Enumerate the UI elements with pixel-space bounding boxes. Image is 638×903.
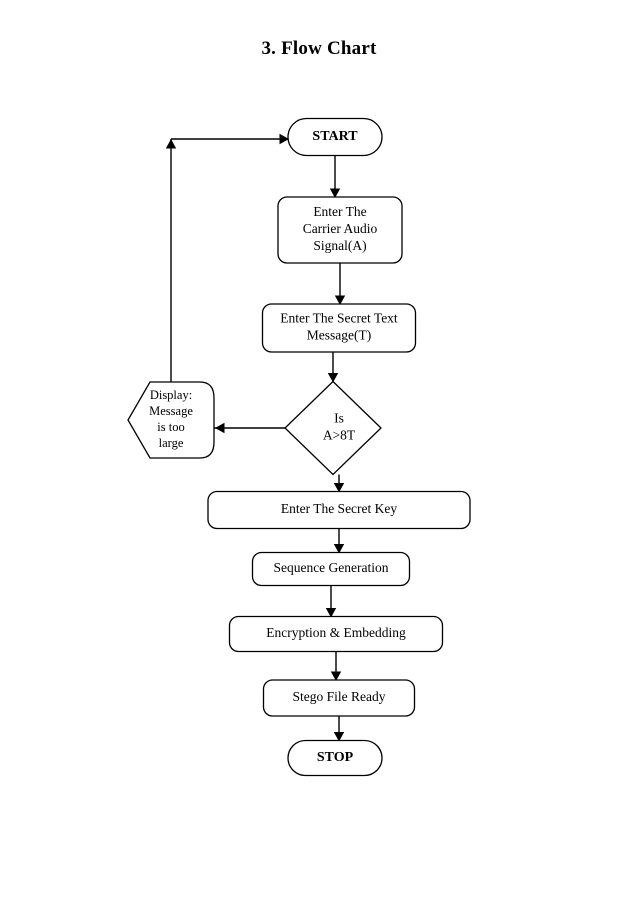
node-shape-sequence [251,551,411,587]
flowchart-node-secret_key: Enter The Secret Key [207,490,471,530]
node-label-encryption-line-0: Encryption & Embedding [266,625,406,640]
page-title: 3. Flow Chart [261,38,377,59]
flowchart-edge-start-to-carrier [329,155,341,198]
node-label-display_msg-line-0: Display: [150,388,192,402]
flowchart-edge-display-to-start [165,133,289,382]
flowchart-node-stop: STOP [287,739,383,777]
flowchart-edge-decision-to-display [214,422,285,434]
node-label-stop-line-0: STOP [317,750,354,765]
flowchart-edge-sequence-to-encryption [325,585,337,618]
flowchart-node-encryption: Encryption & Embedding [228,615,444,653]
node-label-display_msg-line-2: is too [157,420,184,434]
flowchart-node-stego: Stego File Ready [262,679,416,717]
flowchart-edge-carrier-to-secret-text [334,263,346,305]
node-label-display_msg-line-3: large [159,436,184,450]
node-label-decision-line-0: Is [334,411,344,426]
node-label-carrier-line-0: Enter The [313,204,366,219]
node-label-sequence-line-0: Sequence Generation [273,560,388,575]
node-shape-stego [262,679,416,717]
flowchart-edge-secret-text-to-decision [327,352,339,383]
flowchart-node-display_msg: Display: Message is too large [127,381,215,459]
node-label-display_msg-line-1: Message [149,404,193,418]
node-shape-carrier [277,196,403,264]
node-label-secret_key-line-0: Enter The Secret Key [281,501,398,516]
node-shape-decision [284,380,382,476]
node-shape-encryption [228,615,444,653]
node-shape-secret_text [261,303,417,353]
node-label-carrier-line-1: Carrier Audio [303,221,378,236]
node-label-carrier-line-2: Signal(A) [313,238,366,253]
flowchart-edge-decision-to-secret-key [333,474,345,493]
node-label-decision-line-1: A>8T [323,428,356,443]
flowchart-edge-secret-key-to-sequence [333,528,345,554]
node-label-stego-line-0: Stego File Ready [293,689,386,704]
node-shape-secret_key [207,490,471,530]
flowchart-edge-encryption-to-stego [330,651,342,681]
flowchart-node-sequence: Sequence Generation [251,551,411,587]
flowchart-edges [165,133,346,742]
flowchart-node-decision: IsA>8T [284,380,382,476]
node-shape-display_msg [127,381,215,459]
node-shape-start [287,117,383,157]
node-label-secret_text-line-1: Message(T) [307,328,371,343]
node-label-secret_text-line-0: Enter The Secret Text [280,311,398,326]
node-shape-stop [287,739,383,777]
flowchart-node-start: START [287,117,383,157]
node-label-start-line-0: START [312,129,358,144]
flowchart-edge-stego-to-stop [333,716,345,742]
